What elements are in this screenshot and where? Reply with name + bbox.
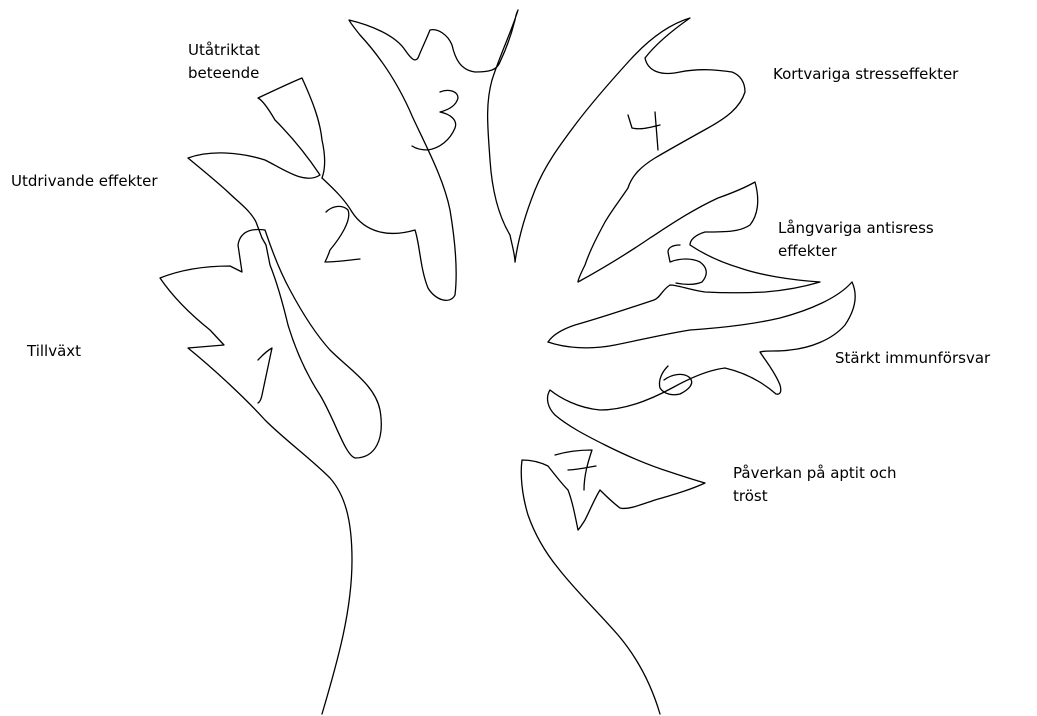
label-paverkan-aptit-trost: Påverkan på aptit och tröst — [733, 462, 897, 508]
label-starkt-immunforsvar: Stärkt immunförsvar — [835, 347, 990, 370]
digit-one — [258, 348, 272, 403]
label-utdrivande-effekter: Utdrivande effekter — [11, 170, 158, 193]
label-utatriktat-line1: Utåtriktat — [188, 39, 260, 62]
branch-1-outline — [160, 230, 381, 714]
label-langvariga-antisress-effekter: Långvariga antisress effekter — [778, 217, 934, 263]
label-langvariga-line1: Långvariga antisress — [778, 217, 934, 240]
label-kortvariga-line1: Kortvariga stresseffekter — [773, 63, 958, 86]
branch-3-outline — [322, 10, 518, 300]
label-langvariga-line2: effekter — [778, 240, 934, 263]
label-utatriktat-beteende: Utåtriktat beteende — [188, 39, 260, 85]
branch-2-outline — [188, 78, 325, 238]
digit-four — [628, 112, 660, 150]
label-tillvaxt-line1: Tillväxt — [27, 340, 81, 363]
label-paverkan-line1: Påverkan på aptit och — [733, 462, 897, 485]
label-utdrivande-line1: Utdrivande effekter — [11, 170, 158, 193]
label-kortvariga-stresseffekter: Kortvariga stresseffekter — [773, 63, 958, 86]
digit-three — [412, 90, 458, 150]
label-paverkan-line2: tröst — [733, 485, 897, 508]
label-utatriktat-line2: beteende — [188, 62, 260, 85]
label-immunforsvar-line1: Stärkt immunförsvar — [835, 347, 990, 370]
label-tillvaxt: Tillväxt — [27, 340, 81, 363]
digit-seven — [555, 450, 596, 490]
digit-two — [325, 206, 360, 262]
